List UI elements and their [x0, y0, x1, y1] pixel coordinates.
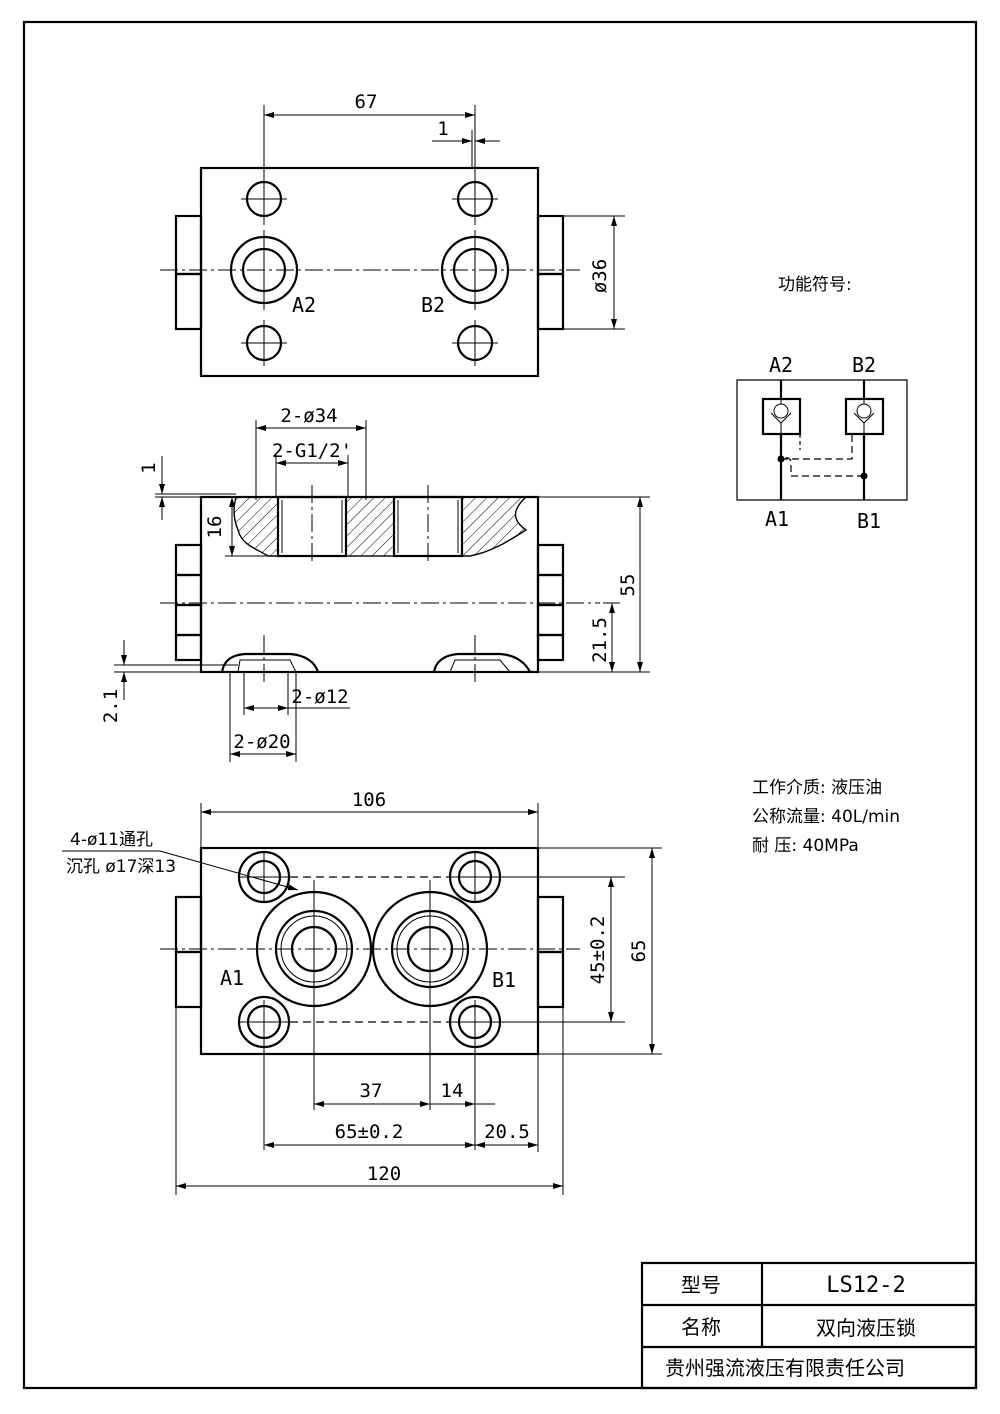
dim-2-1: 2.1 [100, 689, 122, 723]
symbol-b1: B1 [857, 509, 881, 533]
spec-flow: 公称流量: 40L/min [752, 807, 900, 827]
dim-20-5: 20.5 [484, 1121, 530, 1143]
port-b1-label: B1 [492, 968, 516, 992]
dim-d36: ø36 [589, 259, 611, 293]
port-a1-label: A1 [220, 966, 244, 990]
drawing-border [22, 20, 978, 1390]
dim-14: 14 [441, 1080, 464, 1102]
dim-106: 106 [352, 789, 386, 811]
company-name: 贵州强流液压有限责任公司 [665, 1356, 905, 1380]
hole-note-line1: 4-ø11通孔 [70, 830, 153, 850]
symbol-a2: A2 [769, 353, 793, 377]
dim-2-d20: 2-ø20 [233, 731, 290, 753]
name-label: 名称 [681, 1315, 721, 1339]
dim-67: 67 [355, 91, 378, 113]
specs: 工作介质: 液压油 公称流量: 40L/min 耐 压: 40MPa [752, 778, 900, 856]
model-value: LS12-2 [826, 1273, 905, 1298]
dim-section-1: 1 [138, 462, 160, 473]
dim-45: 45±0.2 [587, 916, 609, 985]
dim-65-vertical: 65 [628, 940, 650, 963]
top-view: 67 1 ø36 A2 B2 [160, 91, 625, 378]
section-view: 2-ø34 2-G1/2' 1 16 55 21.5 2.1 [100, 405, 650, 762]
dim-55: 55 [617, 574, 639, 597]
dim-120: 120 [367, 1163, 401, 1185]
port-a2-label: A2 [292, 293, 316, 317]
dim-2-g12: 2-G1/2' [272, 440, 352, 462]
bottom-view: 106 4-ø11通孔 沉孔 ø17深13 45±0.2 65 37 14 65… [62, 789, 662, 1195]
dim-21-5: 21.5 [589, 617, 611, 663]
function-symbol: 功能符号: A2 B2 A1 B1 [736, 275, 908, 533]
model-label: 型号 [681, 1273, 721, 1297]
symbol-b2: B2 [852, 353, 876, 377]
symbol-title: 功能符号: [778, 275, 852, 295]
name-value: 双向液压锁 [816, 1316, 916, 1340]
dim-2-d12: 2-ø12 [291, 686, 348, 708]
dim-37: 37 [360, 1080, 383, 1102]
dim-65: 65±0.2 [335, 1121, 404, 1143]
spec-pressure: 耐 压: 40MPa [752, 836, 859, 856]
dim-top-1: 1 [437, 118, 448, 140]
dim-16: 16 [204, 516, 226, 539]
symbol-a1: A1 [765, 507, 789, 531]
port-b2-label: B2 [421, 293, 445, 317]
title-block: 型号 LS12-2 名称 双向液压锁 贵州强流液压有限责任公司 [640, 1261, 978, 1390]
hole-note-line2: 沉孔 ø17深13 [66, 857, 176, 877]
dim-2-d34: 2-ø34 [280, 405, 337, 427]
spec-medium: 工作介质: 液压油 [752, 778, 882, 798]
